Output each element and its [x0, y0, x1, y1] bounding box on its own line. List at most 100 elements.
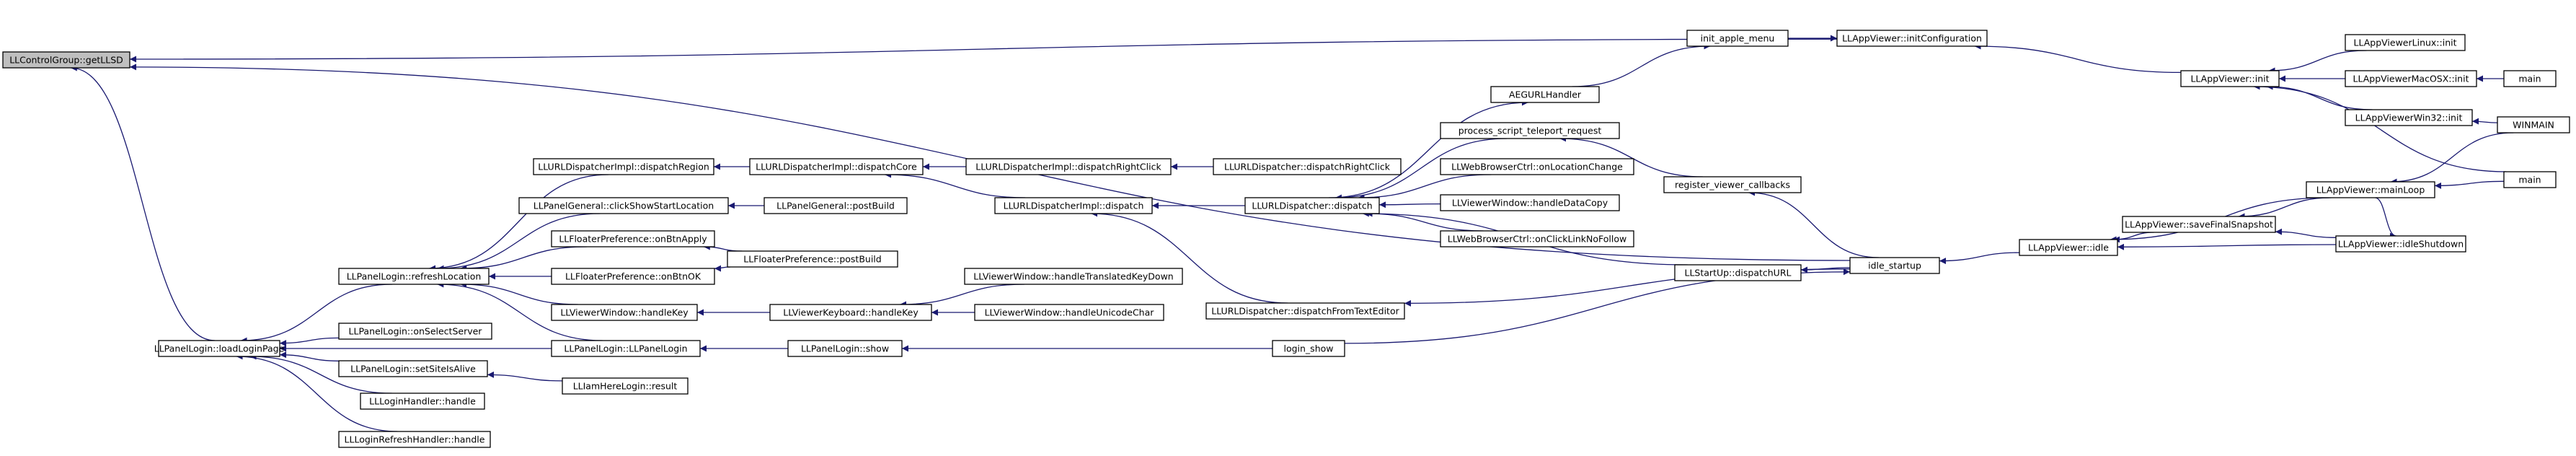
node-box: [1440, 122, 1620, 139]
node-box: [1686, 30, 1789, 47]
node-box: [518, 197, 729, 214]
node-idle-startup[interactable]: idle_startup: [1849, 257, 1940, 274]
node-lliamherelogin-result[interactable]: LLIamHereLogin::result: [562, 377, 689, 395]
node-label: LLLoginRefreshHandler::handle: [345, 434, 485, 445]
node-llfloaterpreference-postbuild[interactable]: LLFloaterPreference::postBuild: [727, 250, 898, 268]
edge-llappviewer-idle-to-idle-startup: [1939, 252, 2020, 265]
node-label: LLPanelLogin::refreshLocation: [347, 271, 482, 282]
node-label: LLPanelGeneral::clickShowStartLocation: [534, 201, 714, 211]
node-box: [1849, 257, 1940, 274]
node-llurldispatcherimpl-dispatchcore[interactable]: LLURLDispatcherImpl::dispatchCore: [749, 158, 924, 175]
node-process-script-teleport-request[interactable]: process_script_teleport_request: [1440, 122, 1620, 139]
edge-winmain-to-llappviewerwin32-init: [2471, 118, 2498, 125]
node-llloginrefreshhandler-handle[interactable]: LLLoginRefreshHandler::handle: [338, 431, 491, 448]
node-box: [338, 268, 490, 285]
node-llappviewer-mainloop[interactable]: LLAppViewer::mainLoop: [2306, 181, 2435, 198]
node-init-apple-menu[interactable]: init_apple_menu: [1686, 30, 1789, 47]
node-llpanellogin-refreshlocation[interactable]: LLPanelLogin::refreshLocation: [338, 268, 490, 285]
nodes-layer: LLControlGroup::getLLSDLLAppViewer::init…: [2, 30, 2570, 448]
node-label: LLPanelLogin::loadLoginPage: [154, 343, 285, 354]
node-box: [2306, 181, 2435, 198]
node-label: LLFloaterPreference::postBuild: [743, 254, 881, 265]
node-llurldispatcherimpl-dispatchregion[interactable]: LLURLDispatcherImpl::dispatchRegion: [533, 158, 714, 175]
node-llurldispatcher-dispatch[interactable]: LLURLDispatcher::dispatch: [1244, 197, 1380, 214]
node-llpanellogin-setsiteisalive[interactable]: LLPanelLogin::setSiteIsAlive: [338, 360, 488, 377]
node-label: LLAppViewer::init: [2190, 74, 2269, 84]
node-llappviewerlinux-init[interactable]: LLAppViewerLinux::init: [2345, 34, 2466, 51]
node-llfloaterpreference-onbtnapply[interactable]: LLFloaterPreference::onBtnApply: [551, 230, 715, 247]
node-llpanelgeneral-clickshowstartlocation[interactable]: LLPanelGeneral::clickShowStartLocation: [518, 197, 729, 214]
node-box: [551, 340, 701, 357]
node-box: [1440, 158, 1634, 175]
node-label: LLURLDispatcher::dispatch: [1252, 201, 1372, 211]
node-label: LLAppViewer::idle: [2028, 242, 2109, 253]
node-llwebbrowserctrl-onclicklinknofollow[interactable]: LLWebBrowserCtrl::onClickLinkNoFollow: [1440, 230, 1634, 247]
edge-llwebbrowserctrl-onlocationchange-to-llurldispatcher-dispatch: [1358, 174, 1492, 201]
node-llstartup-dispatchurl[interactable]: LLStartUp::dispatchURL: [1674, 264, 1802, 281]
node-label: LLFloaterPreference::onBtnApply: [559, 234, 707, 245]
node-label: WINMAIN: [2513, 120, 2554, 131]
node-box: [551, 230, 715, 247]
node-aegurlhandler[interactable]: AEGURLHandler: [1490, 86, 1600, 103]
node-label: LLIamHereLogin::result: [573, 381, 678, 392]
node-llurldispatcherimpl-dispatch[interactable]: LLURLDispatcherImpl::dispatch: [994, 197, 1153, 214]
node-llappviewermacosx-init[interactable]: LLAppViewerMacOSX::init: [2345, 70, 2477, 87]
node-llviewerkeyboard-handlekey[interactable]: LLViewerKeyboard::handleKey: [769, 304, 932, 321]
node-llloginhandler-handle[interactable]: LLLoginHandler::handle: [360, 393, 485, 410]
node-llappviewer-idleshutdown[interactable]: LLAppViewer::idleShutdown: [2335, 235, 2466, 253]
node-llpanellogin-llpanellogin[interactable]: LLPanelLogin::LLPanelLogin: [551, 340, 701, 357]
node-llwebbrowserctrl-onlocationchange[interactable]: LLWebBrowserCtrl::onLocationChange: [1440, 158, 1634, 175]
edge-llviewerwindow-handlekey-to-llpanellogin-refreshlocation: [460, 281, 578, 305]
node-llcontrolgroup-getllsd[interactable]: LLControlGroup::getLLSD: [2, 51, 130, 69]
node-llappviewer-initconfiguration[interactable]: LLAppViewer::initConfiguration: [1836, 30, 1988, 47]
node-box: [1440, 194, 1620, 211]
node-label: LLPanelLogin::LLPanelLogin: [564, 343, 687, 354]
node-label: LLAppViewerLinux::init: [2354, 38, 2457, 48]
edge-main-to-llappviewer-mainloop: [2434, 180, 2505, 189]
node-llurldispatcher-dispatchfromtexteditor[interactable]: LLURLDispatcher::dispatchFromTextEditor: [1205, 302, 1405, 320]
node-label: process_script_teleport_request: [1459, 126, 1602, 136]
node-llfloaterpreference-onbtnok[interactable]: LLFloaterPreference::onBtnOK: [551, 268, 715, 285]
edge-winmain-to-llappviewer-mainloop: [2390, 132, 2514, 185]
node-main[interactable]: main: [2503, 171, 2557, 188]
node-llviewerwindow-handlekey[interactable]: LLViewerWindow::handleKey: [551, 304, 698, 321]
node-llpanelgeneral-postbuild[interactable]: LLPanelGeneral::postBuild: [763, 197, 908, 214]
node-llappviewer-idle[interactable]: LLAppViewer::idle: [2019, 239, 2118, 256]
node-llappviewer-init[interactable]: LLAppViewer::init: [2180, 70, 2280, 87]
node-llurldispatcherimpl-dispatchrightclick[interactable]: LLURLDispatcherImpl::dispatchRightClick: [965, 158, 1172, 175]
edge-llfloaterpreference-onbtnapply-to-llpanellogin-refreshlocation: [460, 246, 587, 272]
node-llviewerwindow-handledatacopy[interactable]: LLViewerWindow::handleDataCopy: [1440, 194, 1620, 211]
node-box: [1205, 302, 1405, 320]
node-label: LLPanelLogin::show: [801, 343, 889, 354]
node-box: [2503, 171, 2557, 188]
node-llurldispatcher-dispatchrightclick[interactable]: LLURLDispatcher::dispatchRightClick: [1213, 158, 1402, 175]
node-label: LLFloaterPreference::onBtnOK: [565, 271, 701, 282]
node-llpanellogin-onselectserver[interactable]: LLPanelLogin::onSelectServer: [338, 323, 492, 340]
node-main[interactable]: main: [2503, 70, 2557, 87]
node-box: [2019, 239, 2118, 256]
node-llpanellogin-loadloginpage[interactable]: LLPanelLogin::loadLoginPage: [154, 340, 285, 357]
node-login-show[interactable]: login_show: [1272, 340, 1345, 357]
node-llappviewerwin32-init[interactable]: LLAppViewerWin32::init: [2345, 109, 2473, 126]
node-box: [1272, 340, 1345, 357]
node-winmain[interactable]: WINMAIN: [2497, 116, 2570, 133]
node-box: [964, 268, 1183, 285]
edge-llurldispatcher-dispatch-to-aegurlhandler: [1329, 99, 1528, 198]
node-label: LLURLDispatcherImpl::dispatchRegion: [538, 162, 709, 172]
node-label: LLAppViewer::idleShutdown: [2338, 239, 2464, 250]
edge-llpanellogin-refreshlocation-to-llpanellogin-loadloginpage: [240, 284, 393, 344]
node-box: [749, 158, 924, 175]
node-box: [338, 431, 491, 448]
node-register-viewer-callbacks[interactable]: register_viewer_callbacks: [1663, 176, 1802, 193]
node-llpanellogin-show[interactable]: LLPanelLogin::show: [787, 340, 903, 357]
node-box: [994, 197, 1153, 214]
node-llviewerwindow-handletranslatedkeydown[interactable]: LLViewerWindow::handleTranslatedKeyDown: [964, 268, 1183, 285]
node-label: LLPanelLogin::onSelectServer: [349, 326, 483, 337]
node-box: [360, 393, 485, 410]
edge-login-show-to-idle-startup: [1344, 268, 1851, 344]
node-llviewerwindow-handleunicodechar[interactable]: LLViewerWindow::handleUnicodeChar: [974, 304, 1164, 321]
node-llappviewer-savefinalsnapshot[interactable]: LLAppViewer::saveFinalSnapshot: [2122, 216, 2276, 233]
node-box: [2, 51, 130, 69]
edge-llappviewerwin32-init-to-llappviewer-init: [2266, 83, 2373, 110]
